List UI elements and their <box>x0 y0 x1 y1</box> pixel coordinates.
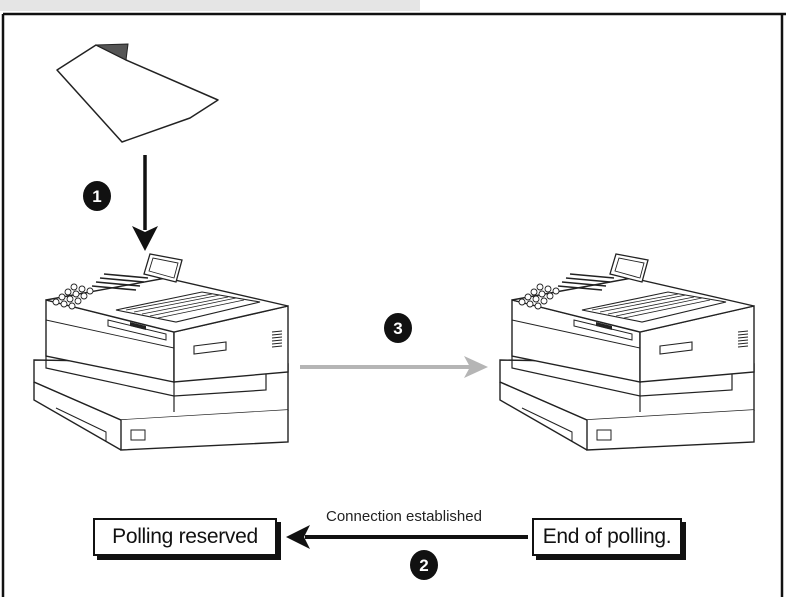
end-of-polling-box: End of polling. <box>532 518 682 556</box>
document-icon <box>56 43 219 143</box>
step-marker-3: 3 <box>384 313 412 343</box>
fax-machine-icon <box>499 253 755 451</box>
connection-established-label: Connection established <box>326 508 482 525</box>
connection-arrow-icon <box>286 525 528 549</box>
polling-reserved-box: Polling reserved <box>93 518 277 556</box>
step-marker-2: 2 <box>410 550 438 580</box>
down-arrow-icon <box>132 155 158 251</box>
fax-machine-icon <box>33 253 289 451</box>
step-marker-3-text: 3 <box>393 319 402 338</box>
transmission-arrow-icon <box>300 356 488 378</box>
step-marker-1-text: 1 <box>92 187 101 206</box>
step-marker-1: 1 <box>83 181 111 211</box>
step-marker-2-text: 2 <box>419 556 428 575</box>
